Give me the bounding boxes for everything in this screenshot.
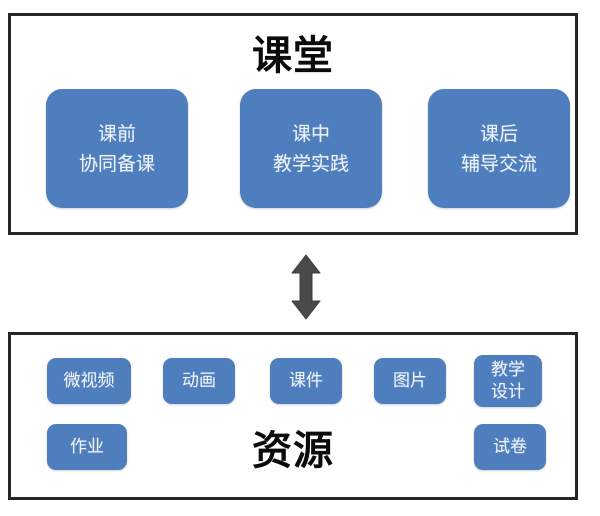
chip-line-1: 动画: [182, 370, 216, 391]
resource-chip-exam-paper[interactable]: 试卷: [474, 424, 546, 470]
chip-line-1: 教学: [491, 360, 525, 380]
classroom-stage-box-in-class[interactable]: 课中 教学实践: [240, 89, 382, 208]
chip-line-1: 微视频: [63, 370, 115, 391]
resource-chip-courseware[interactable]: 课件: [270, 358, 342, 404]
classroom-section-title: 课堂: [252, 33, 334, 79]
chip-line-1: 作业: [70, 436, 104, 457]
chip-line-1: 课件: [289, 370, 323, 391]
chip-line-2: 设计: [491, 382, 525, 402]
classroom-section-frame: 课堂 课前 协同备课 课中 教学实践 课后 辅导交流: [8, 13, 578, 235]
resource-chip-instructional-design[interactable]: 教学 设计: [474, 355, 542, 407]
stage-box-line-1: 课中: [291, 122, 330, 145]
resource-chip-animation[interactable]: 动画: [163, 358, 235, 404]
stage-box-line-1: 课后: [479, 122, 518, 145]
stage-box-line-2: 教学实践: [272, 152, 349, 175]
classroom-stage-box-pre-class[interactable]: 课前 协同备课: [46, 89, 188, 208]
bidirectional-arrow-icon: [289, 254, 323, 320]
stage-box-line-2: 辅导交流: [460, 152, 537, 175]
resource-section-frame: 资源 微视频 动画 课件 图片 教学 设计 作业 试卷: [8, 332, 578, 500]
resource-section-title: 资源: [252, 428, 334, 474]
resource-chip-homework[interactable]: 作业: [47, 424, 127, 470]
resource-chip-picture[interactable]: 图片: [374, 358, 446, 404]
chip-line-1: 图片: [393, 370, 427, 391]
classroom-stage-box-after-class[interactable]: 课后 辅导交流: [428, 89, 570, 208]
stage-box-line-2: 协同备课: [78, 152, 155, 175]
chip-line-1: 试卷: [493, 436, 527, 457]
stage-box-line-1: 课前: [97, 122, 136, 145]
resource-chip-micro-video[interactable]: 微视频: [47, 358, 131, 404]
